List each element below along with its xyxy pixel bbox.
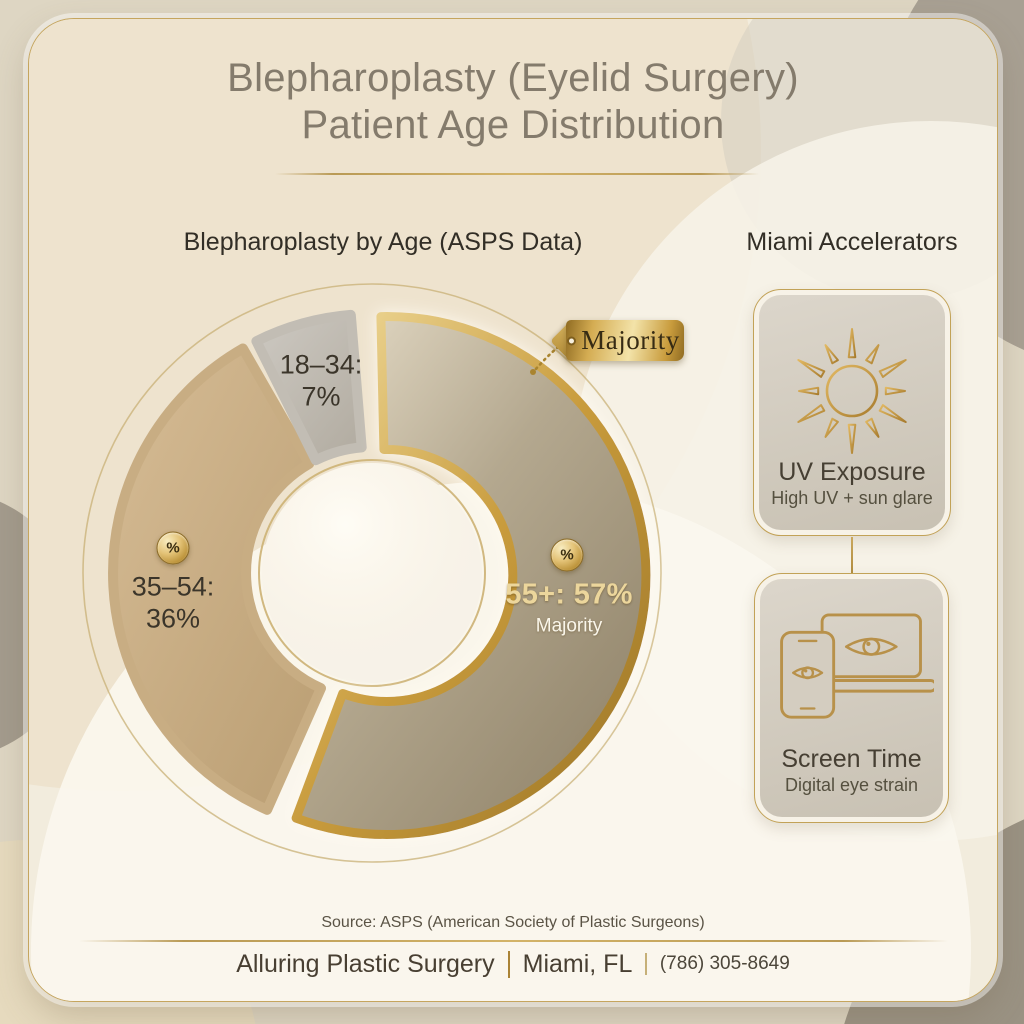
brand-name: Alluring Plastic Surgery <box>236 949 495 978</box>
brand-separator <box>507 950 510 978</box>
page-title-line1: Blepharoplasty (Eyelid Surgery) <box>227 56 799 100</box>
tag-body <box>566 320 684 361</box>
tag-chain-icon <box>530 336 570 375</box>
screen-time-card: Screen Time Digital eye strain <box>754 573 949 823</box>
uv-card-title: UV Exposure <box>778 458 926 486</box>
brand-location: Miami, FL <box>522 949 633 978</box>
tag-label: Majority <box>581 325 680 355</box>
footer-divider <box>79 940 948 942</box>
page-title: Blepharoplasty (Eyelid Surgery) Patient … <box>29 55 997 149</box>
decor-circle <box>721 19 997 301</box>
tag-tip <box>550 320 590 361</box>
page-title-line2: Patient Age Distribution <box>301 103 725 148</box>
outer-ring <box>82 283 662 863</box>
donut-segment-18-34 <box>251 309 367 466</box>
footer-brand-row: Alluring Plastic Surgery Miami, FL (786)… <box>29 949 997 979</box>
segment-label-55plus: 55+: 57% Majority <box>505 578 633 637</box>
source-note: Source: ASPS (American Society of Plasti… <box>321 914 705 931</box>
donut-segment-35-54 <box>108 343 326 815</box>
screen-card-subtitle: Digital eye strain <box>784 775 919 795</box>
decor-circle <box>29 19 761 791</box>
donut-chart <box>82 283 662 863</box>
segment-label-35-54: 35–54: 36% <box>131 571 215 633</box>
uv-exposure-card: UV Exposure High UV + sun glare <box>753 289 951 536</box>
percent-badge-icon: % <box>156 531 190 565</box>
segment-label-18-34: 18–34: 7% <box>279 349 363 411</box>
devices-eye-icon <box>779 613 934 719</box>
decor-circle <box>31 481 971 1001</box>
inner-ring <box>258 459 486 687</box>
accelerators-title: Miami Accelerators <box>746 228 958 256</box>
majority-tag: Majority <box>550 320 684 361</box>
donut-hole-shine <box>262 463 482 683</box>
card-connector <box>851 537 853 574</box>
title-divider <box>275 173 759 175</box>
chart-section-title: Blepharoplasty by Age (ASPS Data) <box>183 228 583 256</box>
donut-segment-55+ <box>291 312 651 840</box>
main-card: Blepharoplasty (Eyelid Surgery) Patient … <box>28 18 998 1002</box>
brand-phone: (786) 305-8649 <box>659 953 790 974</box>
sun-icon <box>797 328 907 454</box>
uv-card-subtitle: High UV + sun glare <box>771 488 933 508</box>
screen-card-title: Screen Time <box>781 745 922 773</box>
brand-separator <box>645 953 647 975</box>
decor-circle <box>571 121 997 841</box>
donut-hole <box>262 463 482 683</box>
percent-badge-icon: % <box>550 538 584 572</box>
tag-hole <box>567 336 576 345</box>
